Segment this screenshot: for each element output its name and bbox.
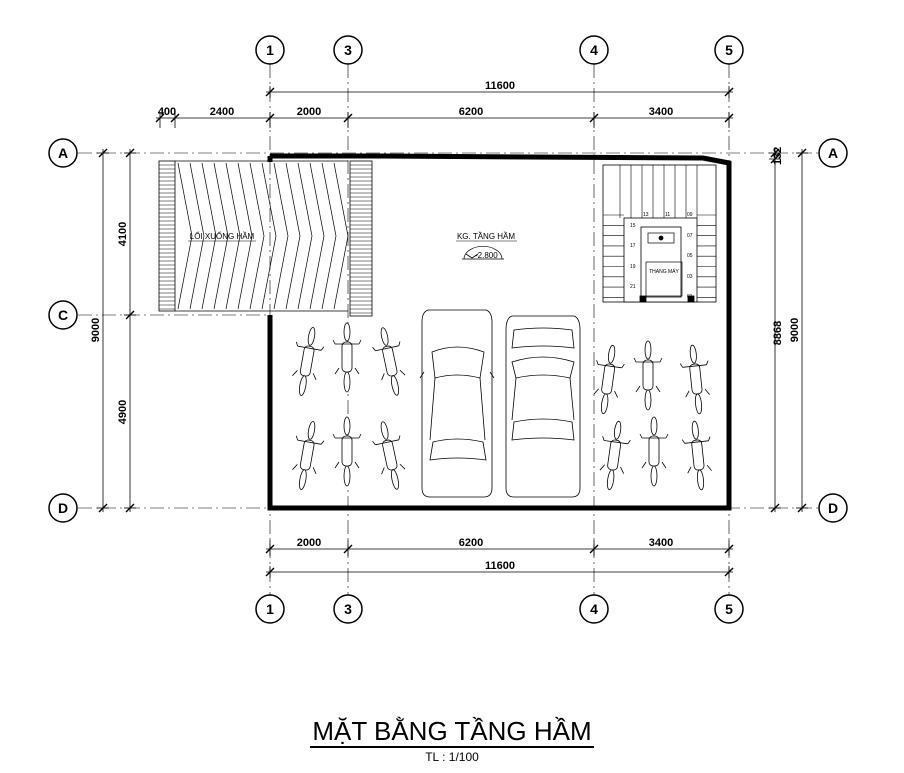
svg-text:19: 19 — [630, 264, 636, 270]
basement-walls — [267, 153, 732, 511]
svg-text:09: 09 — [687, 212, 693, 218]
dim-bottom-total: 11600 — [485, 560, 515, 572]
drawing-scale: TL : 1/100 — [425, 750, 479, 764]
svg-text:A: A — [58, 145, 68, 161]
svg-text:05: 05 — [687, 253, 693, 259]
svg-text:07: 07 — [687, 233, 693, 239]
axis-bubble-bottom-4: 4 — [579, 594, 609, 624]
dim-right-9000: 9000 — [789, 318, 801, 342]
axis-bubble-left-a: A — [48, 138, 78, 168]
svg-text:13: 13 — [643, 212, 649, 218]
room-label: KG. TẦNG HẦM — [457, 231, 515, 241]
svg-text:4: 4 — [590, 42, 598, 58]
axis-bubbles-top: 1 3 4 5 — [255, 35, 744, 65]
svg-text:1: 1 — [266, 601, 274, 617]
level-value: -2.800 — [475, 251, 498, 260]
svg-text:4: 4 — [590, 601, 598, 617]
elevator-label: THANG MÁY — [649, 268, 679, 275]
dimension-right — [769, 148, 808, 513]
stair-numbers: 13 11 09 15 07 17 05 19 03 21 01 — [630, 212, 693, 300]
dim-right-132: 132 — [772, 147, 784, 165]
motorbike — [593, 344, 625, 415]
car-left — [419, 309, 495, 498]
ramp-label: LỐI XUỐNG HẦM — [190, 231, 255, 241]
svg-text:D: D — [828, 500, 838, 516]
motorbike — [372, 327, 406, 396]
svg-text:11: 11 — [665, 212, 670, 218]
motorbike — [681, 420, 712, 491]
axis-bubbles-left: A C D — [48, 138, 78, 523]
dim-bottom-2000: 2000 — [297, 537, 321, 549]
dim-top-2000: 2000 — [297, 106, 321, 118]
dim-left-4100: 4100 — [117, 222, 129, 246]
svg-text:3: 3 — [344, 601, 352, 617]
dim-top-2400: 2400 — [210, 106, 234, 118]
svg-text:5: 5 — [725, 42, 733, 58]
axis-bubble-bottom-3: 3 — [333, 594, 363, 624]
svg-text:01: 01 — [687, 294, 693, 300]
svg-text:21: 21 — [630, 284, 636, 290]
motorbike — [633, 340, 663, 411]
svg-text:C: C — [58, 307, 68, 323]
ramp — [158, 160, 373, 317]
axis-bubble-bottom-5: 5 — [714, 594, 744, 624]
svg-text:03: 03 — [687, 274, 693, 280]
axis-bubble-right-a: A — [818, 138, 848, 168]
motorbike — [372, 421, 406, 490]
axis-bubble-left-d: D — [48, 493, 78, 523]
dimension-bottom — [265, 540, 734, 578]
dim-right-8868: 8868 — [772, 321, 784, 345]
dimension-left — [97, 148, 136, 513]
motorbike — [332, 416, 362, 487]
svg-text:5: 5 — [725, 601, 733, 617]
motorbike — [292, 327, 325, 396]
svg-text:1: 1 — [266, 42, 274, 58]
axis-bubble-top-3: 3 — [333, 35, 363, 65]
level-marker — [462, 246, 504, 260]
dim-left-9000: 9000 — [90, 318, 102, 342]
stair-core — [602, 164, 717, 303]
axis-bubble-right-d: D — [818, 493, 848, 523]
drawing-title: MẶT BẰNG TẦNG HẦM — [310, 716, 594, 748]
motorbike — [599, 420, 631, 491]
motorbike — [292, 421, 325, 490]
svg-text:17: 17 — [630, 243, 636, 249]
motorbike — [639, 416, 669, 487]
axis-bubble-top-5: 5 — [714, 35, 744, 65]
axis-bubble-left-c: C — [48, 300, 78, 330]
motorbike — [332, 322, 362, 393]
svg-text:A: A — [828, 145, 838, 161]
dim-top-total: 11600 — [485, 80, 515, 92]
svg-text:3: 3 — [344, 42, 352, 58]
svg-text:D: D — [58, 500, 68, 516]
axis-bubbles-right: A D — [818, 138, 848, 523]
svg-text:15: 15 — [630, 223, 636, 229]
dim-left-4900: 4900 — [117, 400, 129, 424]
axis-bubble-top-4: 4 — [579, 35, 609, 65]
motorbike — [679, 344, 710, 415]
motorbikes — [292, 322, 712, 491]
dimension-top — [155, 86, 734, 128]
axis-bubbles-bottom: 1 3 4 5 — [255, 594, 744, 624]
dim-top-3400: 3400 — [649, 106, 673, 118]
dim-bottom-3400: 3400 — [649, 537, 673, 549]
dim-top-6200: 6200 — [459, 106, 483, 118]
axis-bubble-top-1: 1 — [255, 35, 285, 65]
axis-bubble-bottom-1: 1 — [255, 594, 285, 624]
car-right — [505, 315, 581, 498]
dim-top-400: 400 — [158, 106, 176, 118]
dim-bottom-6200: 6200 — [459, 537, 483, 549]
